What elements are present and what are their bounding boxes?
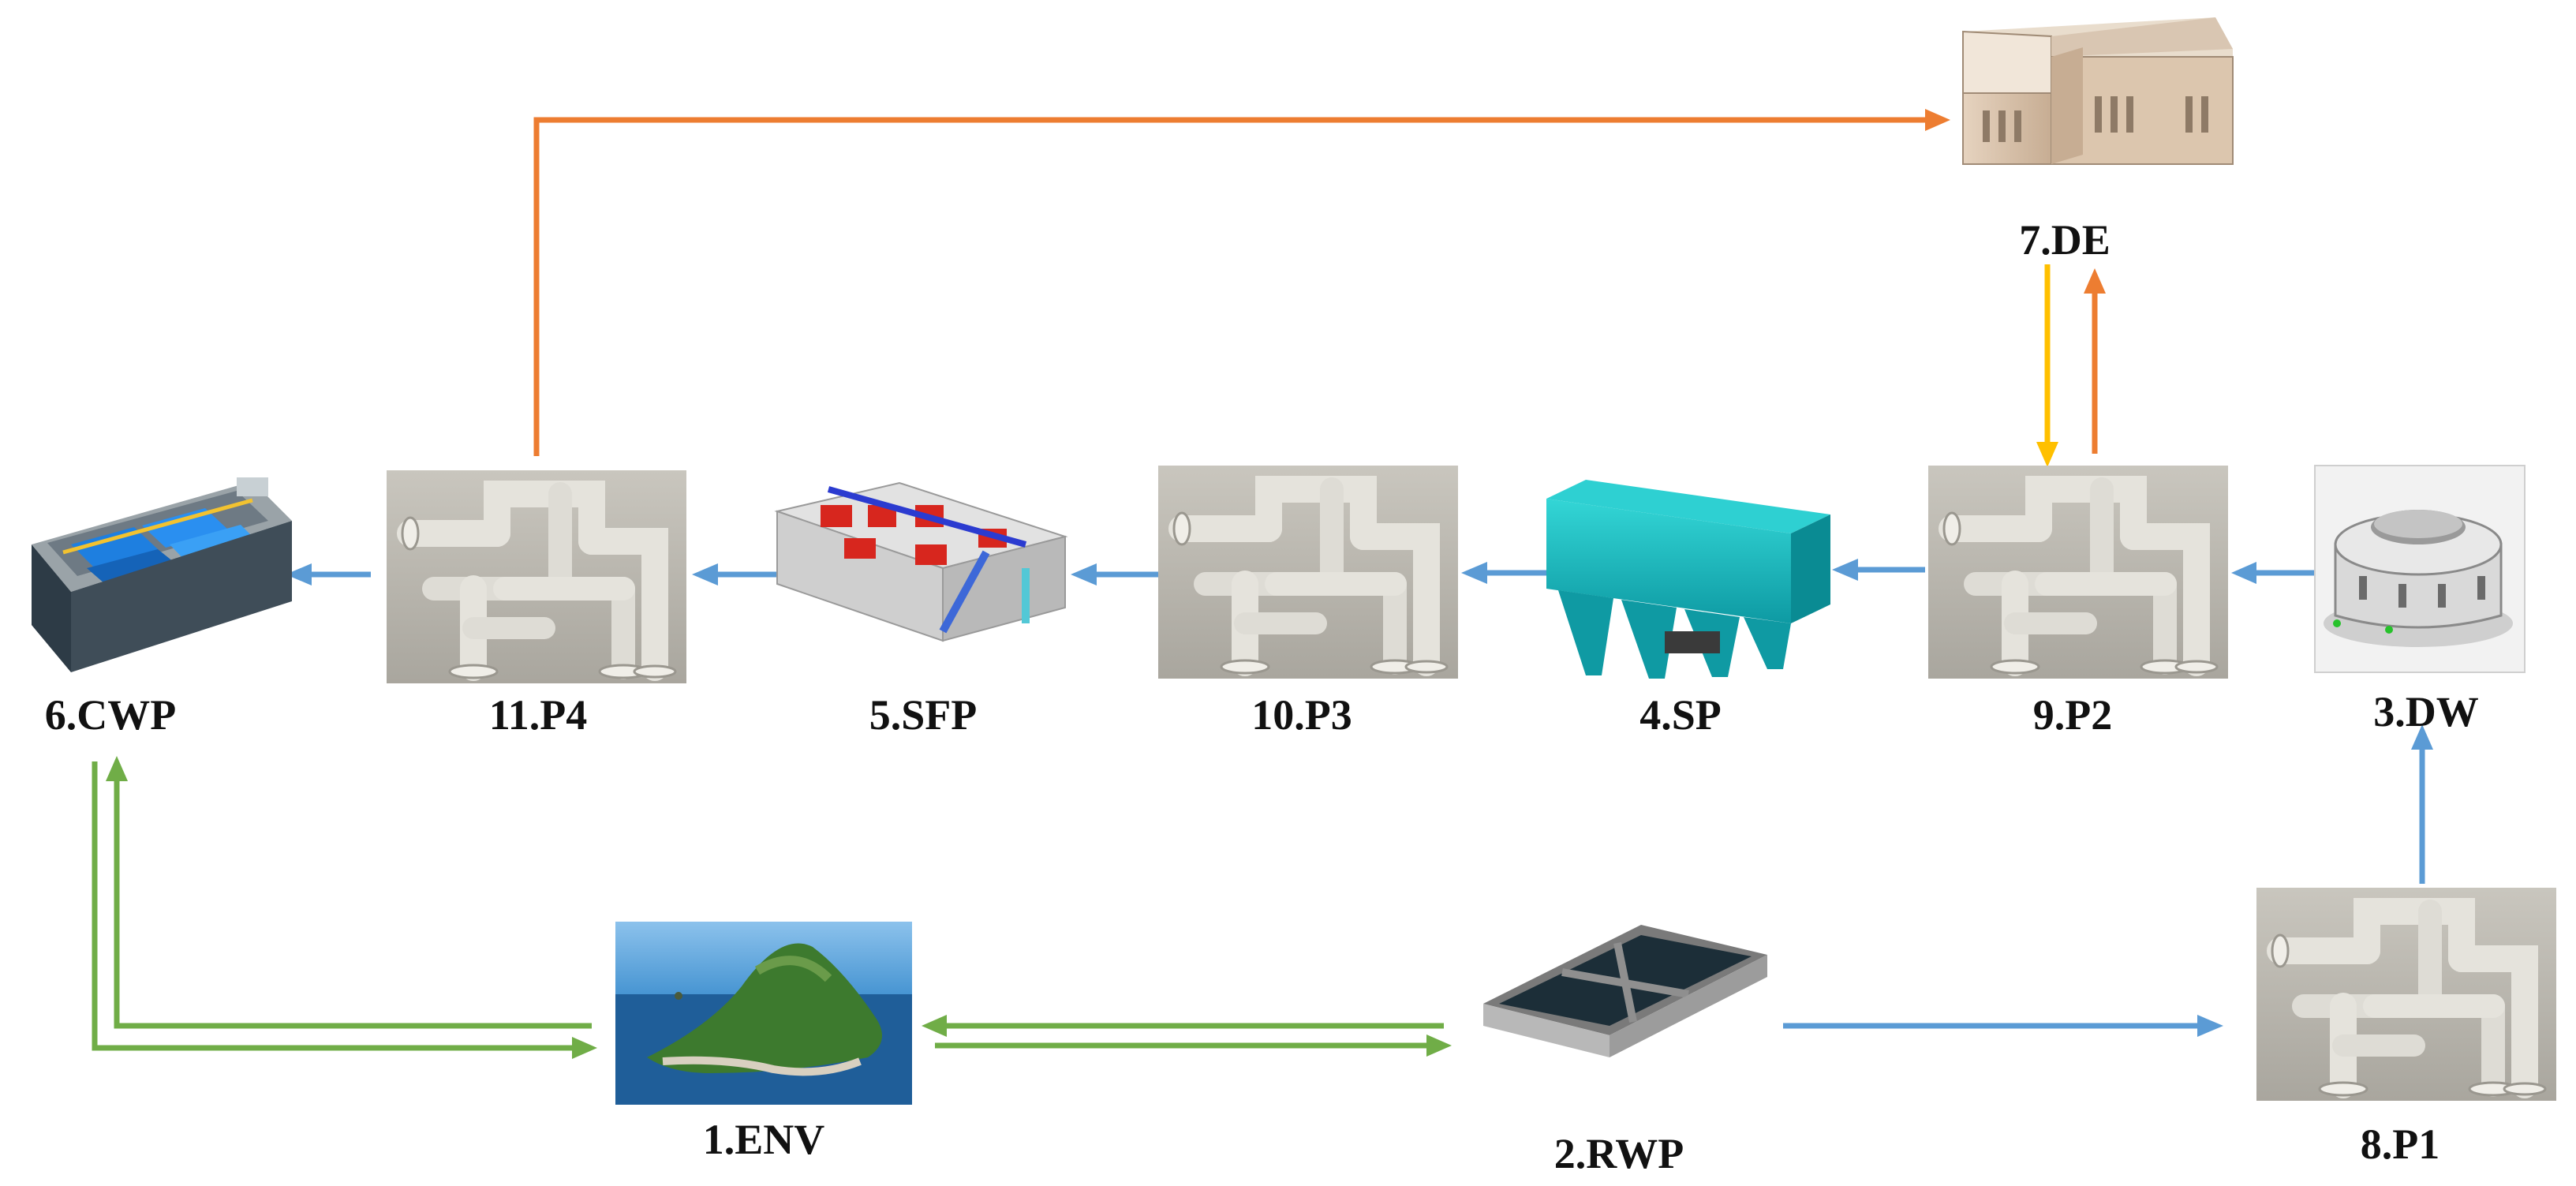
edge-env-to-cwp [106,756,592,1029]
node-p1: 8.P1 [2256,888,2556,1168]
edge-p2-to-de [2084,268,2106,454]
edge-env-to-rwp [935,1034,1452,1057]
sand-filter-plant-icon [774,481,1068,642]
clear-water-pool-icon [32,477,292,672]
node-label-de: 7.DE [2019,216,2111,264]
edge-de-to-p2 [2036,264,2058,467]
node-p2: 9.P2 [1928,466,2228,739]
raw-water-pool-icon [1483,925,1767,1057]
pipe-assembly-icon [1158,466,1458,679]
island-photo-icon [615,922,912,1105]
edge-p1-to-dw [2411,724,2433,884]
node-cwp: 6.CWP [32,477,292,739]
node-label-p4: 11.P4 [489,691,588,739]
edge-sp-to-p3 [1461,562,1546,584]
node-label-dw: 3.DW [2373,688,2479,735]
node-label-rwp: 2.RWP [1554,1130,1684,1177]
node-label-cwp: 6.CWP [45,691,176,739]
node-label-sp: 4.SP [1639,691,1722,739]
pipe-assembly-icon [2256,888,2556,1101]
node-label-p3: 10.P3 [1251,691,1352,739]
node-sfp: 5.SFP [774,481,1068,739]
node-p3: 10.P3 [1158,466,1458,739]
building-icon [1962,17,2234,165]
node-de: 7.DE [1962,17,2234,264]
node-sp: 4.SP [1546,480,1830,739]
edge-rwp-to-p1 [1783,1015,2223,1037]
edge-p3-to-sfp [1071,563,1158,586]
node-label-sfp: 5.SFP [869,691,978,739]
edge-p4-to-cwp [286,563,371,586]
edge-sfp-to-p4 [692,563,777,586]
node-dw: 3.DW [2314,465,2526,735]
edge-p4-to-de [533,109,1950,456]
pipe-assembly-icon [387,470,686,683]
node-p4: 11.P4 [387,470,686,739]
node-env: 1.ENV [615,922,912,1163]
node-rwp: 2.RWP [1483,925,1767,1177]
edge-p2-to-sp [1832,559,1925,581]
edge-rwp-to-env [922,1015,1444,1037]
node-label-p1: 8.P1 [2361,1121,2440,1168]
edge-cwp-to-env [92,761,597,1059]
sedimentation-tank-icon [1546,480,1830,679]
node-label-p2: 9.P2 [2033,691,2113,739]
node-label-env: 1.ENV [703,1116,825,1163]
distribution-well-icon [2314,465,2526,673]
edge-dw-to-p2 [2231,562,2327,584]
connectors [92,109,2433,1059]
pipe-assembly-icon [1928,466,2228,679]
